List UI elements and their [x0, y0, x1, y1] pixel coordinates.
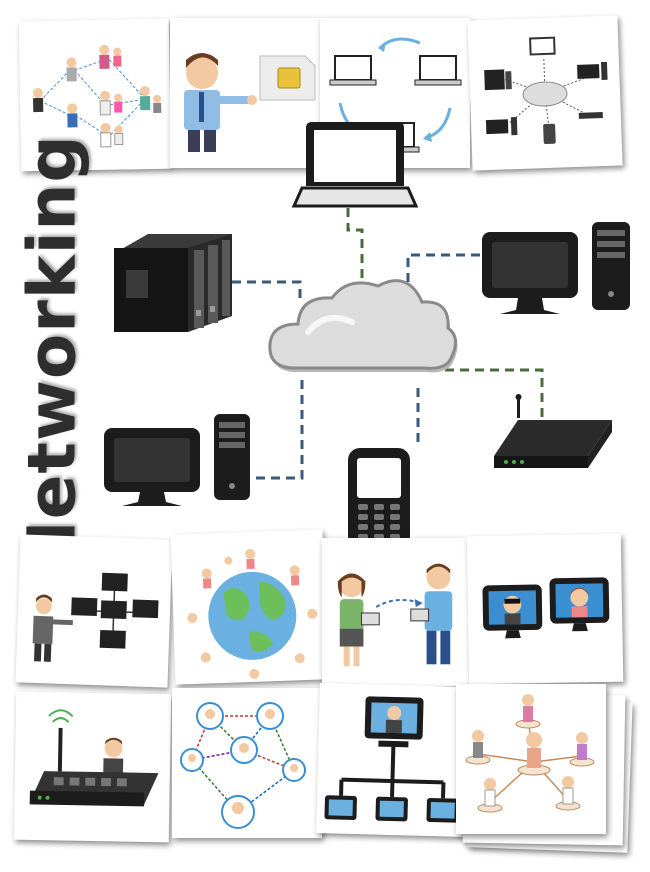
- card-avatar-network: [172, 688, 322, 838]
- network-diagram-svg: [104, 122, 630, 548]
- cloud-devices-icon: [484, 36, 608, 145]
- server-rack-icon: [114, 234, 232, 332]
- network-diagram: [90, 110, 650, 550]
- presenter-monitors-icon: [32, 572, 159, 662]
- file-transfer-icon: [337, 563, 453, 667]
- video-call-icon: [482, 577, 610, 639]
- globe-people-icon: [187, 548, 318, 679]
- people-network-icon: [32, 44, 162, 148]
- card-video-call: [466, 533, 624, 685]
- desktop-computer-icon: [482, 222, 630, 314]
- laptop-icon: [291, 122, 419, 208]
- sim-card-presenter-icon: [184, 53, 316, 152]
- card-presenter-monitors: [15, 534, 173, 688]
- desktop-computer-icon: [104, 414, 250, 506]
- avatar-network-icon: [180, 702, 306, 829]
- page-title-text: Networking: [13, 134, 91, 576]
- people-connections-icon: [465, 694, 595, 813]
- router-icon: [494, 394, 612, 468]
- card-sim-card: [170, 18, 320, 168]
- org-chart-monitors-icon: [324, 696, 459, 823]
- card-globe-people: [170, 529, 328, 685]
- card-cloud-devices: [467, 15, 623, 171]
- card-wifi-router: [13, 691, 172, 843]
- card-people-network: [18, 18, 172, 172]
- card-people-connections: [456, 684, 606, 834]
- card-org-chart: [316, 683, 470, 837]
- mobile-phone-icon: [348, 448, 410, 548]
- wifi-router-icon: [29, 709, 159, 807]
- card-file-transfer: [322, 538, 470, 686]
- cloud-icon: [268, 279, 458, 373]
